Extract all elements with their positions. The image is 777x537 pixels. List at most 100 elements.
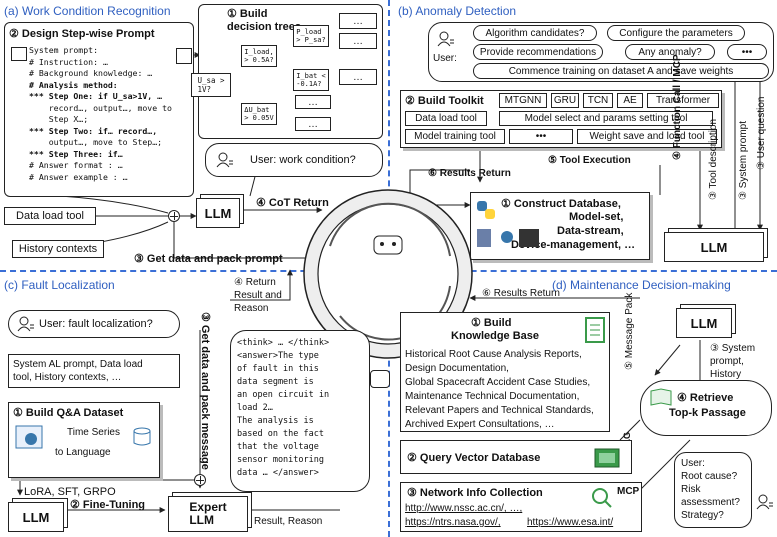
tree-node-2: ΔU_bat > 0.05V bbox=[241, 103, 277, 125]
llm-c: LLM bbox=[8, 502, 64, 532]
knowledge-base-panel: ① Build Knowledge Base Historical Root C… bbox=[400, 312, 610, 432]
user-work-condition: User: work condition? bbox=[250, 154, 356, 166]
construct-panel: ① Construct Database, Model-set, Data-st… bbox=[470, 192, 650, 260]
url-esa[interactable]: https://www.esa.int/ bbox=[527, 517, 614, 528]
combine-icon-a bbox=[168, 210, 180, 222]
kb-heading-1: ① Build bbox=[471, 317, 512, 329]
combine-icon-c bbox=[194, 474, 206, 486]
tree-leaf-1: … bbox=[339, 13, 377, 29]
prompt-line: # Analysis method: bbox=[29, 79, 118, 90]
kb-item-6: Archived Expert Consultations, … bbox=[405, 419, 555, 430]
prompt-line: # Background knowledge: … bbox=[29, 68, 153, 78]
user-questions-panel: User: Algorithm candidates? Configure th… bbox=[428, 22, 774, 82]
book-icon bbox=[649, 387, 673, 410]
toolkit-panel: ② Build Toolkit MTGNN GRU TCN AE Transfo… bbox=[400, 90, 722, 148]
get-data-label-c: ③ Get data and pack message bbox=[199, 312, 211, 470]
tree-root-node: U_sa > 1V? bbox=[191, 73, 231, 97]
llm-b: LLM bbox=[664, 232, 764, 262]
qa-dataset-panel: ① Build Q&A Dataset Time Series to Langu… bbox=[8, 402, 160, 478]
tree-heading-1: ① Build bbox=[227, 8, 268, 20]
tool-model-training: Model training tool bbox=[405, 129, 505, 144]
get-data-label-a: ③ Get data and pack prompt bbox=[134, 253, 283, 265]
tree-leaf-2: … bbox=[339, 33, 377, 49]
tool-data-load: Data load tool bbox=[405, 111, 487, 126]
tree-node-1: I_load, > 0.5A? bbox=[241, 45, 277, 67]
question-recommendations: Provide recommendations bbox=[473, 44, 603, 60]
ts-line-2: to Language bbox=[55, 447, 111, 458]
retrieve-line-2: Top-k Passage bbox=[669, 407, 746, 419]
training-methods: LoRA, SFT, GRPO bbox=[24, 486, 116, 498]
model-mtgnn: MTGNN bbox=[499, 93, 547, 108]
question-more: ••• bbox=[727, 44, 767, 60]
ts-line-1: Time Series bbox=[67, 427, 120, 438]
tree-node-3: P_load > P_sa? bbox=[293, 25, 329, 47]
user-fault-query: User: fault localization? bbox=[39, 318, 153, 330]
network-heading: ③ Network Info Collection bbox=[407, 487, 543, 499]
kb-item-4: Maintenance Technical Documentation, bbox=[405, 391, 580, 402]
prompt-line: record…, output…, move to bbox=[29, 102, 172, 113]
tool-description-label: ③ Tool description bbox=[708, 118, 719, 200]
user-questions-d: User: Root cause? Risk assessment? Strat… bbox=[674, 452, 752, 528]
prompt-line: # Instruction: … bbox=[29, 56, 108, 67]
fine-tuning-label: ② Fine-Tuning bbox=[70, 499, 146, 511]
question-training: Commence training on dataset A and save … bbox=[473, 63, 769, 79]
toolkit-heading: ② Build Toolkit bbox=[405, 95, 484, 107]
prompt-line: *** Step Three: if… bbox=[29, 148, 123, 159]
model-transformer: Transformer bbox=[647, 93, 719, 108]
user-icon-c bbox=[17, 316, 35, 332]
user-fault-bubble: User: fault localization? bbox=[8, 310, 180, 338]
tool-weight-save: Weight save and load tool bbox=[577, 129, 717, 144]
network-info-panel: ③ Network Info Collection MCP http://www… bbox=[400, 482, 642, 532]
cot-return-label: ④ CoT Return bbox=[256, 197, 329, 209]
message-pack-label: ⑤ Message Pack bbox=[624, 292, 635, 370]
user-label-b: User: bbox=[433, 53, 457, 64]
question-anomaly: Any anomaly? bbox=[625, 44, 715, 60]
user-questions-text-d: User: Root cause? Risk assessment? Strat… bbox=[681, 458, 740, 521]
question-algorithm: Algorithm candidates? bbox=[473, 25, 597, 41]
data-load-tool-a: Data load tool bbox=[4, 207, 96, 225]
kb-item-2: Design Documentation, bbox=[405, 363, 509, 374]
system-prompt-label-b: ③ System prompt bbox=[738, 121, 749, 200]
result-reason-label: Result, Reason bbox=[254, 516, 323, 527]
prompt-heading: ② Design Step-wise Prompt bbox=[9, 28, 155, 40]
globe-search-icon bbox=[591, 487, 613, 512]
user-work-condition-bubble: User: work condition? bbox=[205, 143, 383, 177]
context-text-c: System AL prompt, Data load tool, Histor… bbox=[13, 359, 143, 383]
results-return-d: ⑥ Results Return bbox=[482, 288, 560, 299]
model-tcn: TCN bbox=[583, 93, 613, 108]
results-return-b: ⑥ Results Return bbox=[428, 168, 511, 179]
tree-node-4: I_bat < -0.1A? bbox=[293, 69, 329, 91]
kb-item-5: Relevant Papers and Technical Standards, bbox=[405, 405, 594, 416]
construct-line-3: Device-management, … bbox=[511, 239, 636, 251]
query-db-panel: ② Query Vector Database bbox=[400, 440, 632, 474]
construct-heading: ① Construct Database, bbox=[501, 198, 621, 210]
answer-text: <think> … </think> <answer>The type of f… bbox=[237, 338, 330, 478]
prompt-line: output…, move to Step…; bbox=[29, 137, 163, 147]
history-contexts-a: History contexts bbox=[12, 240, 104, 258]
prompt-panel: ② Design Step-wise Prompt System prompt:… bbox=[4, 22, 194, 197]
kb-item-1: Historical Root Cause Analysis Reports, bbox=[405, 349, 582, 360]
section-d-title: (d) Maintenance Decision-making bbox=[552, 278, 731, 292]
database-icon bbox=[475, 225, 545, 258]
prompt-arrow bbox=[176, 48, 192, 64]
model-ae: AE bbox=[617, 93, 643, 108]
construct-line-1: Model-set, bbox=[569, 211, 624, 223]
prompt-line: *** Step One: if U_sa>1V, … bbox=[29, 91, 163, 101]
retrieve-cloud: ④ Retrieve Top-k Passage bbox=[640, 380, 772, 436]
retrieve-line-1: ④ Retrieve bbox=[677, 392, 734, 404]
prompt-line: # Answer example : … bbox=[29, 171, 128, 182]
tree-leaf-3: … bbox=[339, 69, 377, 85]
llm-a: LLM bbox=[196, 198, 240, 228]
tree-leaf-4: … bbox=[295, 95, 331, 109]
url-nssc[interactable]: http://www.nssc.ac.cn/, …, bbox=[405, 503, 523, 514]
user-question-label: ③ User question bbox=[756, 96, 767, 170]
function-call-label: ④ Function Call / MCP bbox=[672, 54, 683, 160]
tool-more: ••• bbox=[509, 129, 573, 144]
construct-line-2: Data-stream, bbox=[557, 225, 624, 237]
mcp-label: MCP bbox=[617, 486, 640, 497]
model-gru: GRU bbox=[551, 93, 579, 108]
url-nasa[interactable]: https://ntrs.nasa.gov/, bbox=[405, 517, 501, 528]
tool-execution-label: ⑤ Tool Execution bbox=[548, 155, 631, 166]
return-label-c: ④ Return Result and Reason bbox=[234, 277, 282, 314]
prompt-line: # Answer format : … bbox=[29, 160, 123, 170]
